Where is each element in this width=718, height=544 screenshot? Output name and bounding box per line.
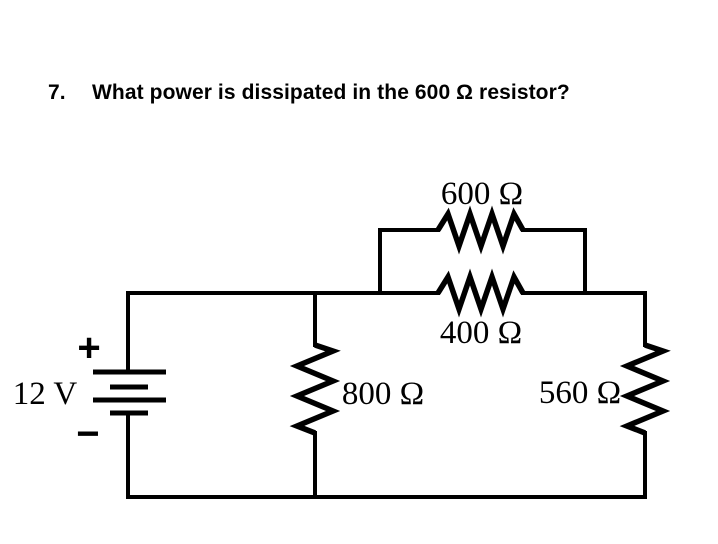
- question: 7. What power is dissipated in the 600 Ω…: [48, 81, 570, 105]
- battery-icon: [93, 369, 166, 416]
- question-number: 7.: [48, 81, 66, 104]
- resistor-400-symbol: [435, 268, 526, 318]
- question-text: What power is dissipated in the 600 Ω re…: [92, 81, 570, 104]
- resistor-600-symbol: [435, 205, 526, 255]
- wire-bottom: [126, 411, 647, 499]
- wire-top-right: [521, 291, 647, 347]
- wire-left-and-top: [126, 291, 440, 374]
- resistor-600-label: 600 Ω: [441, 176, 523, 212]
- resistor-800-symbol: [289, 342, 341, 436]
- resistor-800-label: 800 Ω: [342, 376, 424, 412]
- wire-loop-right: [521, 228, 587, 295]
- battery-voltage-label: 12 V: [13, 376, 78, 412]
- minus-icon: −: [76, 412, 99, 456]
- resistor-560-symbol: [619, 342, 671, 436]
- resistor-400-label: 400 Ω: [440, 315, 522, 351]
- plus-icon: +: [77, 326, 100, 370]
- wire-loop-left: [378, 228, 440, 295]
- resistor-560-label: 560 Ω: [539, 375, 621, 411]
